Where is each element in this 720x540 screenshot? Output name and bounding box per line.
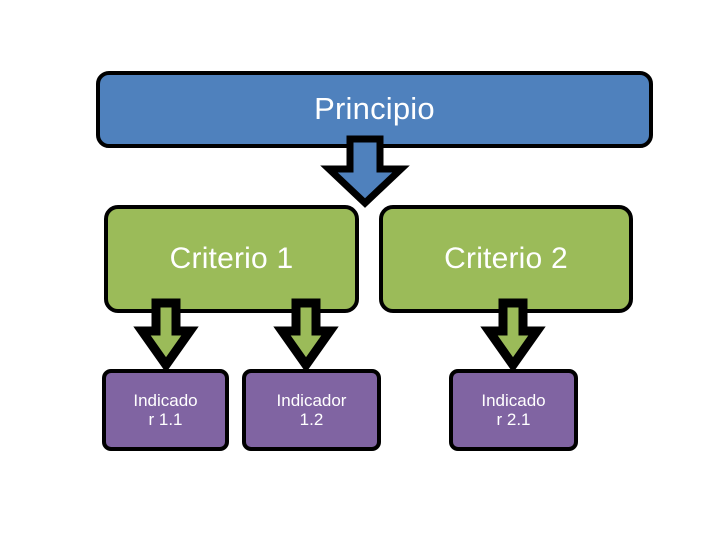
arrow-down-principio-icon: [320, 135, 410, 208]
node-criterio-1[interactable]: Criterio 1: [104, 205, 359, 313]
node-principio[interactable]: Principio: [96, 71, 653, 148]
node-indicador-1-1[interactable]: Indicado r 1.1: [102, 369, 229, 451]
arrow-down-criterio1-indicador12-icon: [273, 298, 339, 373]
node-indicador-1-2[interactable]: Indicador 1.2: [242, 369, 381, 451]
node-criterio-2[interactable]: Criterio 2: [379, 205, 633, 313]
arrow-down-criterio1-indicador11-icon: [133, 298, 199, 373]
arrow-down-criterio2-indicador21-icon: [480, 298, 546, 373]
node-indicador-2-1[interactable]: Indicado r 2.1: [449, 369, 578, 451]
